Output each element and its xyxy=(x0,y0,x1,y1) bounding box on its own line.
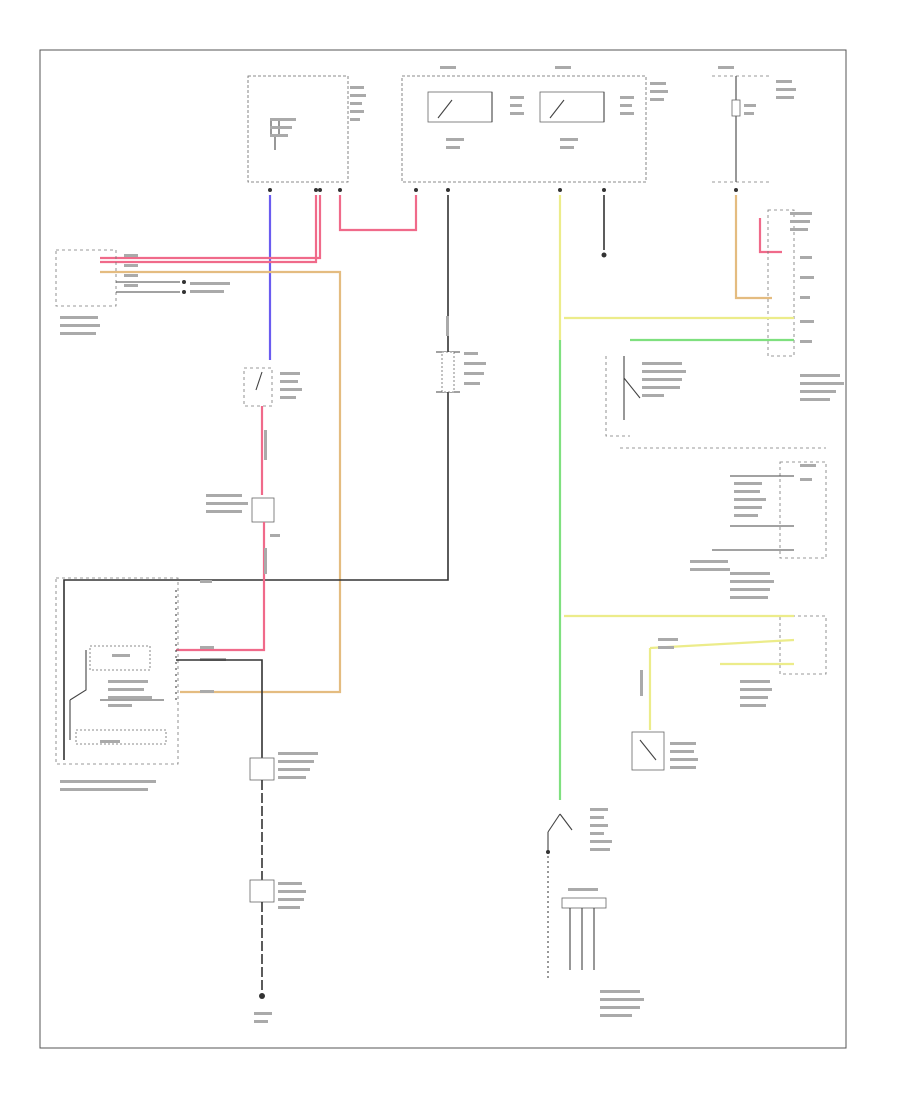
left-side-connector xyxy=(55,249,230,335)
switch-right xyxy=(605,356,826,449)
fuse-box-right xyxy=(712,66,796,183)
bottom-connector xyxy=(561,888,644,1017)
diode-component xyxy=(176,494,280,652)
connector-pins xyxy=(268,188,738,258)
switch-left xyxy=(243,367,302,495)
right-connector-middle xyxy=(690,461,827,599)
bottom-switch xyxy=(546,808,612,980)
wires-top xyxy=(63,195,782,800)
lower-left-module xyxy=(55,577,263,791)
right-connector-lower xyxy=(564,614,827,730)
lower-component-1 xyxy=(249,752,318,880)
right-connector-upper xyxy=(564,209,844,401)
center-component xyxy=(436,316,486,393)
lower-component-2 xyxy=(249,879,306,1023)
fuse-box-left xyxy=(247,75,366,183)
diagram-frame xyxy=(39,49,847,1049)
relay-box-center xyxy=(401,66,668,183)
sensor-component xyxy=(631,731,698,771)
